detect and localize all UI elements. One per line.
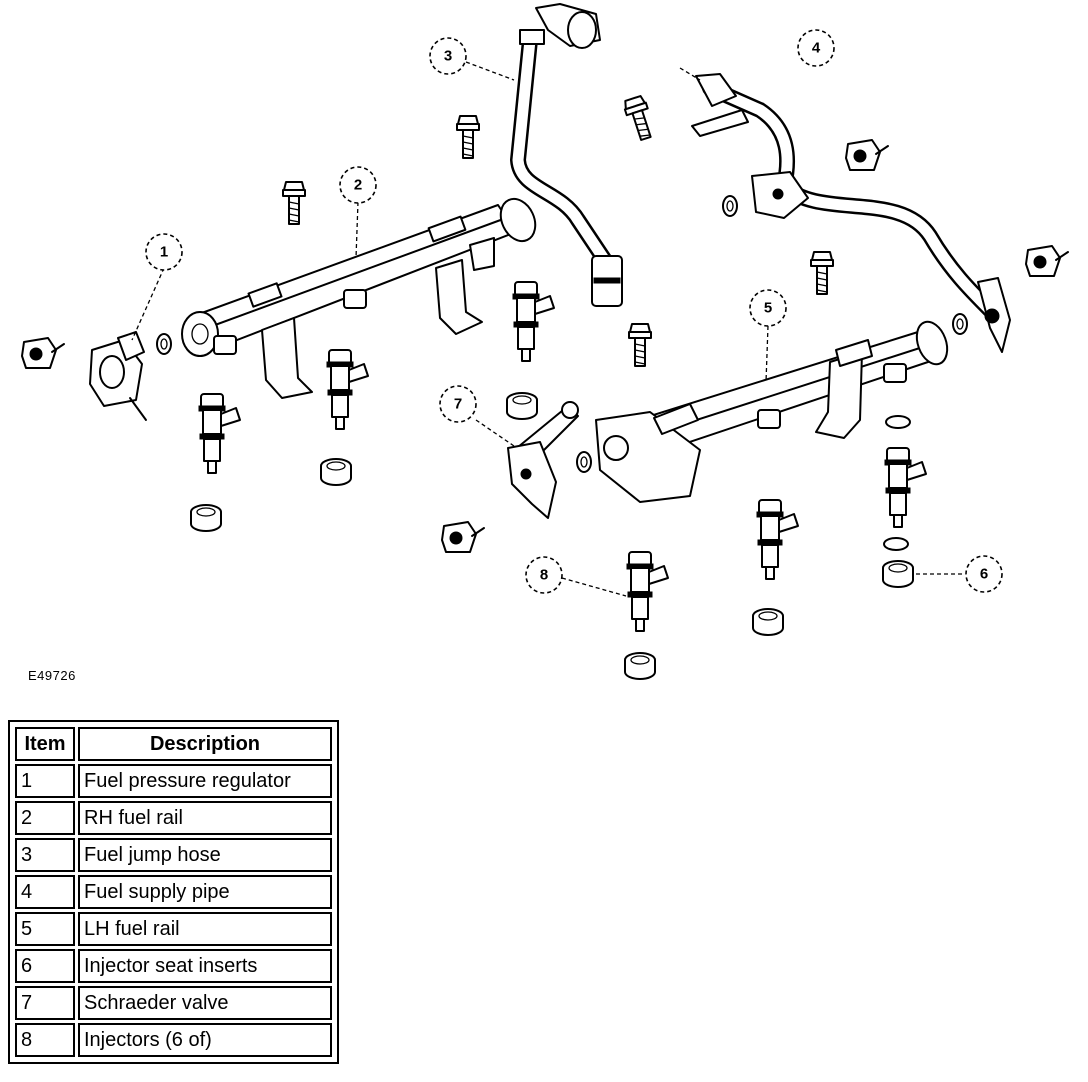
callout-8: 8 xyxy=(525,556,563,594)
rh-fuel-rail xyxy=(181,197,537,399)
svg-text:4: 4 xyxy=(812,40,821,57)
legend-row: 3 Fuel jump hose xyxy=(15,838,332,872)
legend-item-number: 6 xyxy=(15,949,75,983)
legend-item-number: 8 xyxy=(15,1023,75,1057)
svg-text:5: 5 xyxy=(764,300,772,317)
legend-item-description: Fuel supply pipe xyxy=(78,875,332,909)
callout-4: 4 xyxy=(797,29,835,67)
legend-item-description: LH fuel rail xyxy=(78,912,332,946)
svg-text:1: 1 xyxy=(160,244,168,261)
legend-row: 1 Fuel pressure regulator xyxy=(15,764,332,798)
legend-item-number: 4 xyxy=(15,875,75,909)
callout-5: 5 xyxy=(749,289,787,327)
o-rings xyxy=(156,195,968,551)
legend-item-description: Injectors (6 of) xyxy=(78,1023,332,1057)
fuel-supply-pipe xyxy=(691,73,1011,353)
figure-reference: E49726 xyxy=(28,668,76,683)
legend-row: 8 Injectors (6 of) xyxy=(15,1023,332,1057)
legend-item-description: Fuel pressure regulator xyxy=(78,764,332,798)
callout-6: 6 xyxy=(965,555,1003,593)
svg-text:8: 8 xyxy=(540,567,548,584)
legend-item-number: 2 xyxy=(15,801,75,835)
legend-item-description: RH fuel rail xyxy=(78,801,332,835)
legend-item-description: Schraeder valve xyxy=(78,986,332,1020)
callout-3: 3 xyxy=(429,37,467,75)
lh-fuel-rail xyxy=(595,320,949,503)
legend-item-number: 7 xyxy=(15,986,75,1020)
legend-item-number: 1 xyxy=(15,764,75,798)
fuel-rail-illustration: 1 2 3 4 5 6 7 8 xyxy=(21,3,1069,680)
svg-text:7: 7 xyxy=(454,396,462,413)
legend-item-description: Fuel jump hose xyxy=(78,838,332,872)
bolts xyxy=(282,94,834,367)
svg-text:2: 2 xyxy=(354,177,362,194)
item-column-header: Item xyxy=(15,727,75,761)
schraeder-valve xyxy=(507,401,579,519)
legend-item-number: 5 xyxy=(15,912,75,946)
legend-row: 5 LH fuel rail xyxy=(15,912,332,946)
fuel-pressure-regulator xyxy=(89,331,147,421)
legend-row: 4 Fuel supply pipe xyxy=(15,875,332,909)
legend-row: 6 Injector seat inserts xyxy=(15,949,332,983)
callout-7: 7 xyxy=(439,385,477,423)
parts-legend-table: Item Description 1 Fuel pressure regulat… xyxy=(8,720,339,1064)
fuel-jump-hose xyxy=(510,3,623,307)
leader-lines xyxy=(131,61,962,597)
svg-text:6: 6 xyxy=(980,566,988,583)
description-column-header: Description xyxy=(78,727,332,761)
legend-item-number: 3 xyxy=(15,838,75,872)
legend-item-description: Injector seat inserts xyxy=(78,949,332,983)
exploded-parts-diagram: 1 2 3 4 5 6 7 8 xyxy=(21,3,1069,680)
callout-1: 1 xyxy=(145,233,183,271)
svg-text:3: 3 xyxy=(444,48,452,65)
legend-header-row: Item Description xyxy=(15,727,332,761)
legend-row: 7 Schraeder valve xyxy=(15,986,332,1020)
legend-row: 2 RH fuel rail xyxy=(15,801,332,835)
callout-2: 2 xyxy=(339,166,377,204)
